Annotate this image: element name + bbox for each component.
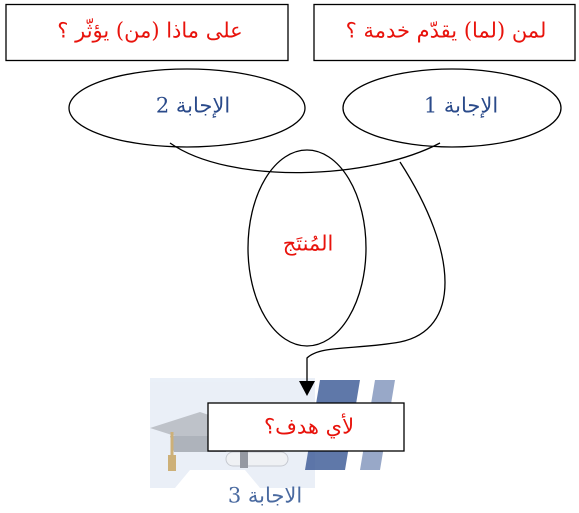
connector-to-purpose	[306, 161, 446, 383]
answer-3-text: الاجابة 3	[227, 483, 303, 508]
question-box-right	[313, 3, 576, 62]
answer-1-ellipse	[342, 68, 562, 148]
answer-1-text: الإجابة 1	[423, 93, 499, 118]
connector-curve	[169, 142, 441, 174]
answer-2-ellipse	[68, 68, 306, 148]
question-right-text: لمن (لما) يقدّم خدمة ؟	[345, 18, 547, 43]
answer-2-text: الإجابة 2	[155, 93, 231, 118]
product-ellipse	[247, 149, 367, 347]
question-box-left	[5, 3, 289, 62]
purpose-box	[207, 402, 405, 452]
arrow-down-icon	[299, 381, 315, 396]
question-left-text: على ماذا (من) يؤثّر ؟	[57, 18, 243, 43]
product-text: المُنتَج	[282, 231, 334, 256]
purpose-text: لأي هدف؟	[263, 414, 355, 439]
